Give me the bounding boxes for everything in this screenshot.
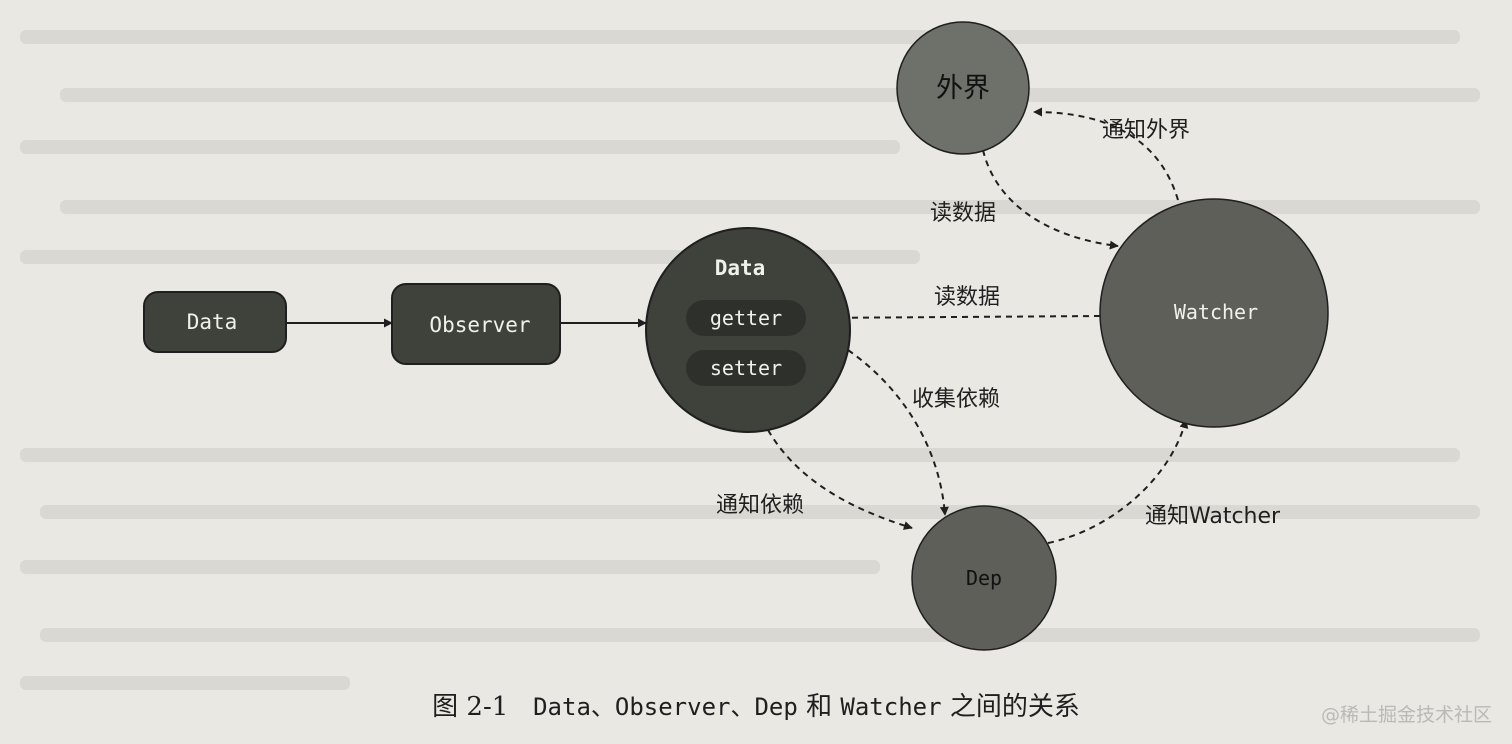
setter-label: setter	[710, 356, 782, 380]
label-read-data-top: 读数据	[930, 201, 996, 226]
watermark: @稀土掘金技术社区	[1320, 704, 1492, 726]
label-notify-outside: 通知外界	[1102, 118, 1190, 143]
edge-getter-to-dep	[847, 349, 949, 516]
edge-dep-to-watcher	[1047, 419, 1189, 544]
caption-title-code2: Watcher	[840, 693, 942, 721]
edge-data-to-dep	[767, 429, 913, 530]
label-read-data-mid: 读数据	[934, 285, 1000, 310]
edge-outside-to-watcher	[982, 149, 1119, 250]
background-texture	[20, 30, 1480, 690]
label-notify-deps: 通知依赖	[716, 493, 804, 518]
caption-title-and: 和	[806, 692, 833, 722]
dep-label: Dep	[966, 566, 1002, 590]
watcher-label: Watcher	[1174, 300, 1258, 324]
node-outside: 外界	[896, 21, 1030, 155]
data-box-label: Data	[187, 310, 238, 334]
edge-watcher-to-outside	[1033, 107, 1179, 201]
edge-watcher-to-getter	[809, 313, 1101, 323]
label-notify-watcher: 通知Watcher	[1145, 504, 1281, 529]
node-data-circle: Data getter setter	[645, 227, 851, 433]
label-collect-deps: 收集依赖	[912, 387, 1000, 412]
outside-label: 外界	[936, 73, 990, 104]
caption-figure-number: 图 2-1	[432, 692, 509, 722]
node-data-box: Data	[143, 291, 287, 353]
observer-box-label: Observer	[429, 313, 530, 337]
node-watcher: Watcher	[1099, 198, 1329, 428]
data-circle-label: Data	[715, 256, 766, 280]
caption-title-rest: 之间的关系	[949, 692, 1080, 722]
node-dep: Dep	[911, 505, 1057, 651]
caption-title-code: Data、Observer、Dep	[533, 693, 798, 721]
node-observer-box: Observer	[391, 283, 561, 365]
figure-caption: 图 2-1 Data、Observer、Dep 和 Watcher 之间的关系	[0, 686, 1512, 723]
getter-label: getter	[710, 306, 782, 330]
